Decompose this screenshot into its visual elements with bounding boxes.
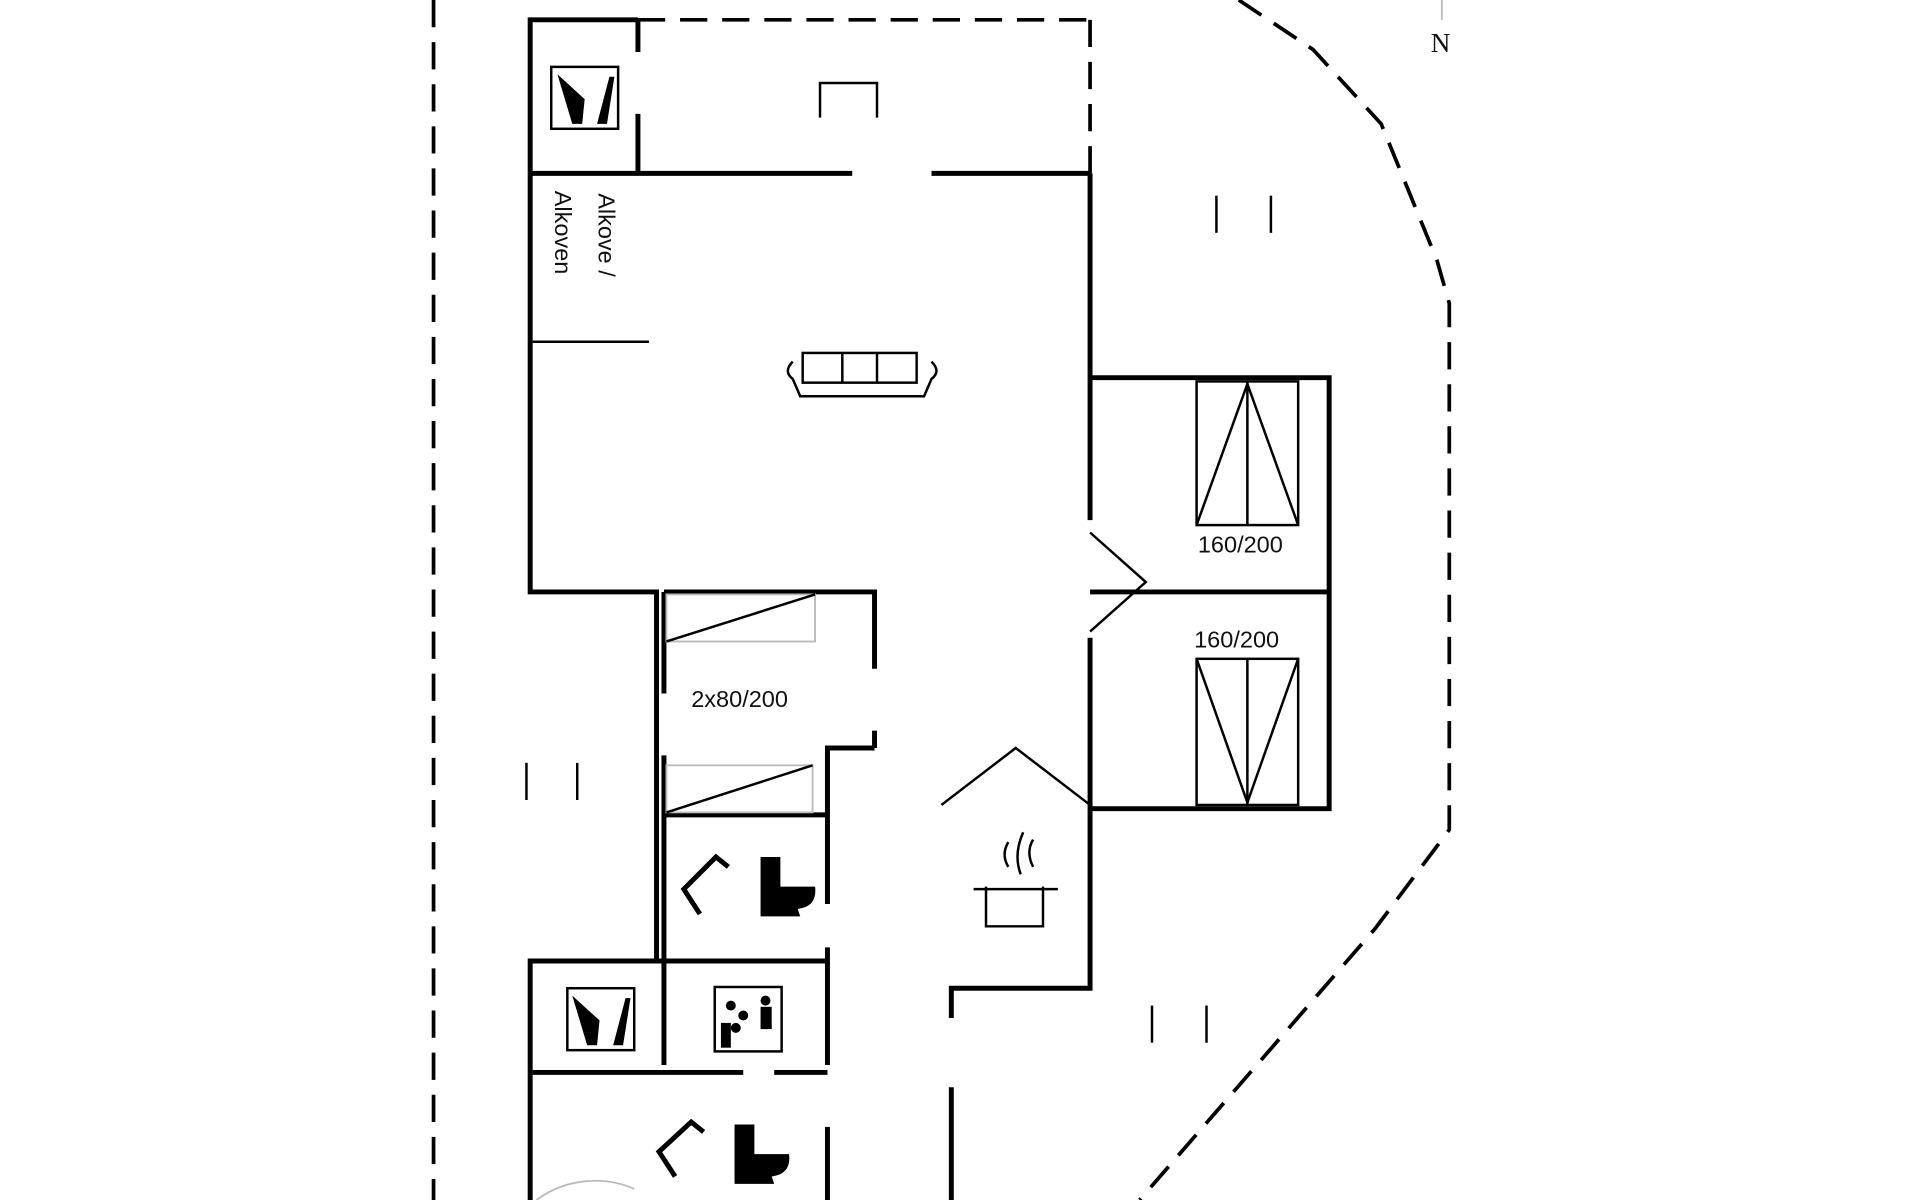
shower-icon (655, 1118, 706, 1178)
toilet-icon (760, 856, 816, 917)
utility-room-icon (549, 65, 620, 131)
kitchen-pot-icon (973, 831, 1058, 928)
bed-size-label: 160/200 (1198, 531, 1283, 557)
north-label: N (1431, 28, 1451, 58)
double-bed-icon (1195, 380, 1300, 527)
terrace-marker-icon (525, 195, 1273, 1043)
double-bed-icon (1195, 657, 1300, 807)
alcove-label: Alkove / (593, 193, 619, 277)
bed-size-label: 160/200 (1194, 627, 1279, 653)
utility-room-icon (566, 986, 636, 1052)
bed-size-label: 2x80/200 (691, 686, 788, 712)
sofa-icon (786, 351, 938, 398)
toilet-icon (734, 1124, 790, 1184)
single-beds-icon (665, 593, 816, 814)
sauna-icon (713, 985, 783, 1053)
alcove-label-2: Alkoven (550, 191, 576, 275)
property-boundary (431, 0, 1452, 1200)
fireplace-icon (818, 81, 879, 118)
shower-icon (680, 853, 730, 916)
walls (527, 17, 1332, 1200)
